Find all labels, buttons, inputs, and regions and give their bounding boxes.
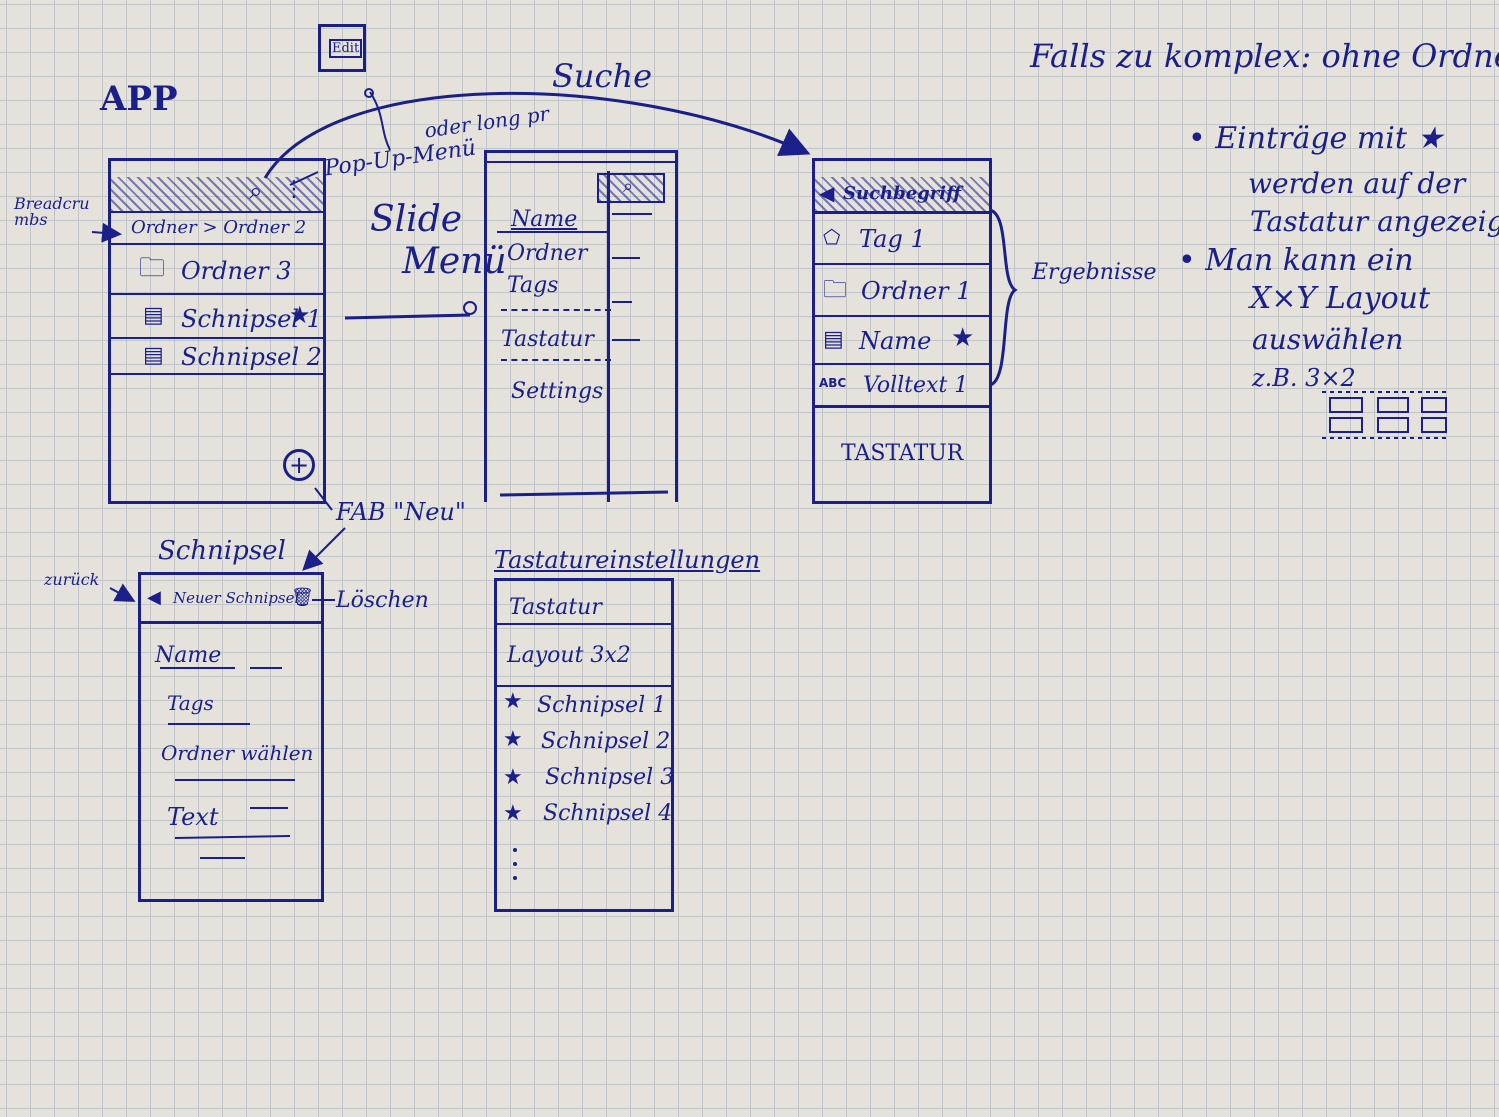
search-result-label: Volltext 1: [863, 373, 969, 398]
tag-icon: ⬠: [823, 225, 841, 249]
layout-example-grid: [1322, 391, 1448, 439]
fab-to-schnipsel-arrow: [302, 527, 346, 571]
list-item-label: Schnipsel 2: [181, 343, 322, 371]
app-toolbar: [111, 177, 323, 213]
notes-title: Falls zu komplex: ohne Ordner: [1030, 37, 1499, 75]
popup-menu-label: Pop-Up-Menü: [322, 135, 478, 182]
zurueck-label: zurück: [44, 570, 100, 589]
star-icon[interactable]: ★: [503, 689, 523, 714]
schnipsel-title-label: Schnipsel: [158, 536, 286, 566]
search-screen: Suchbegriff ◀ ⬠ Tag 1 🗀 Ordner 1 ▤ Name …: [812, 158, 992, 504]
slide-menu-item-settings[interactable]: Settings: [511, 379, 604, 404]
field-text[interactable]: Text: [167, 803, 219, 831]
notes-bullet1-line3: Tastatur angezeigt: [1250, 205, 1499, 238]
keyboard-settings-header-label: Tastatur: [509, 595, 602, 620]
star-icon[interactable]: ★: [951, 323, 975, 353]
notes-example: z.B. 3×2: [1252, 364, 1356, 392]
field-name[interactable]: Name: [155, 643, 222, 668]
star-icon[interactable]: ★: [503, 727, 523, 752]
snippet-icon: ▤: [143, 303, 164, 328]
notes-bullet2-line3: auswählen: [1252, 323, 1404, 356]
notes-bullet2-line1: • Man kann ein: [1178, 243, 1414, 278]
slide-menu-separator: [501, 309, 611, 311]
schnipsel-toolbar: ◀ Neuer Schnipsel 🗑: [141, 575, 321, 624]
breadcrumbs-label: Breadcrumbs: [14, 194, 90, 229]
results-label: Ergebnisse: [1032, 260, 1157, 285]
slide-menu-top-bar: [487, 161, 675, 163]
list-item-label: Ordner 3: [181, 257, 292, 285]
edit-pointer-line: [369, 91, 391, 151]
favorite-item[interactable]: Schnipsel 3: [545, 765, 675, 790]
search-result[interactable]: ▤ Name ★: [815, 317, 989, 365]
app-label: APP: [100, 79, 178, 119]
slide-menu-item-tags[interactable]: Tags: [507, 273, 559, 298]
slide-menu-separator: [501, 359, 611, 361]
back-arrow-icon[interactable]: ◀: [147, 587, 161, 608]
notes-bullet1-line2: werden auf der: [1248, 167, 1466, 200]
list-item-label: Schnipsel 1: [181, 305, 322, 333]
long-press-label: oder long pr: [422, 101, 551, 143]
keyboard-settings-screen: Tastatur Layout 3x2 ★ Schnipsel 1 ★ Schn…: [494, 578, 674, 912]
breadcrumb[interactable]: Ordner > Ordner 2: [131, 217, 307, 238]
search-result[interactable]: ⬠ Tag 1: [815, 213, 989, 265]
list-item[interactable]: ▤ Schnipsel 1 ★: [111, 295, 323, 339]
search-result-label: Tag 1: [859, 225, 926, 253]
star-icon[interactable]: ★: [503, 801, 523, 826]
search-icon[interactable]: ⌕: [249, 177, 263, 205]
slide-menu-divider: [607, 171, 610, 502]
search-label: Suche: [552, 57, 652, 95]
keyboard-settings-title: Tastatureinstellungen: [494, 546, 761, 574]
snippet-icon: ▤: [143, 343, 164, 368]
loeschen-label: Löschen: [336, 588, 429, 613]
edit-icon-label: Edit: [329, 39, 363, 58]
fulltext-icon: ABC: [819, 376, 847, 390]
app-screen: ⌕ ⋮ Ordner > Ordner 2 🗀 Ordner 3 ▤ Schni…: [108, 158, 326, 504]
slide-menu-item-ordner[interactable]: Ordner: [507, 241, 588, 266]
search-result[interactable]: ABC Volltext 1: [815, 365, 989, 408]
schnipsel-screen: ◀ Neuer Schnipsel 🗑 Name Tags Ordner wäh…: [138, 572, 324, 902]
slide-menu-separator: [497, 231, 607, 233]
star-icon[interactable]: ★: [289, 301, 311, 329]
slide-menu-label-2: Menü: [402, 241, 507, 282]
field-tags[interactable]: Tags: [167, 691, 214, 715]
layout-setting-label: Layout 3x2: [507, 643, 631, 668]
slide-menu-item-name[interactable]: Name: [511, 207, 578, 232]
folder-icon: 🗀: [823, 275, 847, 303]
notes-bullet1-line1: • Einträge mit ★: [1188, 121, 1444, 156]
search-result[interactable]: 🗀 Ordner 1: [815, 265, 989, 317]
list-item[interactable]: ▤ Schnipsel 2: [111, 339, 323, 375]
keyboard-settings-header: Tastatur: [497, 591, 671, 625]
app-breadcrumb-row: Ordner > Ordner 2: [111, 213, 323, 245]
layout-setting-row[interactable]: Layout 3x2: [497, 625, 671, 687]
zurueck-arrow: [109, 583, 136, 602]
slide-menu-item-tastatur[interactable]: Tastatur: [501, 327, 594, 352]
star-icon[interactable]: ★: [503, 765, 523, 790]
results-brace: [989, 208, 1018, 387]
delete-icon[interactable]: 🗑: [291, 587, 314, 608]
fab-label: FAB "Neu": [336, 498, 466, 526]
favorite-item[interactable]: Schnipsel 1: [537, 693, 667, 718]
fab-add-button[interactable]: +: [283, 449, 315, 481]
slide-menu-arrow: [344, 313, 471, 320]
search-result-label: Name: [859, 327, 932, 355]
search-result-label: Ordner 1: [861, 277, 972, 305]
field-ordner[interactable]: Ordner wählen: [161, 741, 314, 765]
keyboard-area-label: TASTATUR: [841, 441, 964, 466]
search-bar[interactable]: Suchbegriff ◀: [815, 177, 989, 214]
notes-bullet2-line2: X×Y Layout: [1250, 281, 1431, 316]
overflow-menu-icon[interactable]: ⋮: [283, 177, 305, 202]
snippet-icon: ▤: [823, 327, 844, 352]
edit-icon: Edit: [318, 24, 366, 72]
folder-icon: 🗀: [139, 253, 166, 283]
back-arrow-icon[interactable]: ◀: [819, 181, 835, 205]
slide-menu-label-1: Slide: [370, 199, 463, 240]
list-item[interactable]: 🗀 Ordner 3: [111, 245, 323, 295]
favorite-item[interactable]: Schnipsel 2: [541, 729, 671, 754]
search-query[interactable]: Suchbegriff: [843, 183, 961, 204]
slide-menu-screen: ⌕ Name Ordner Tags Tastatur Settings: [484, 150, 678, 502]
favorite-item[interactable]: Schnipsel 4: [543, 801, 673, 826]
schnipsel-toolbar-title: Neuer Schnipsel: [173, 589, 300, 607]
search-icon: ⌕: [623, 176, 634, 197]
